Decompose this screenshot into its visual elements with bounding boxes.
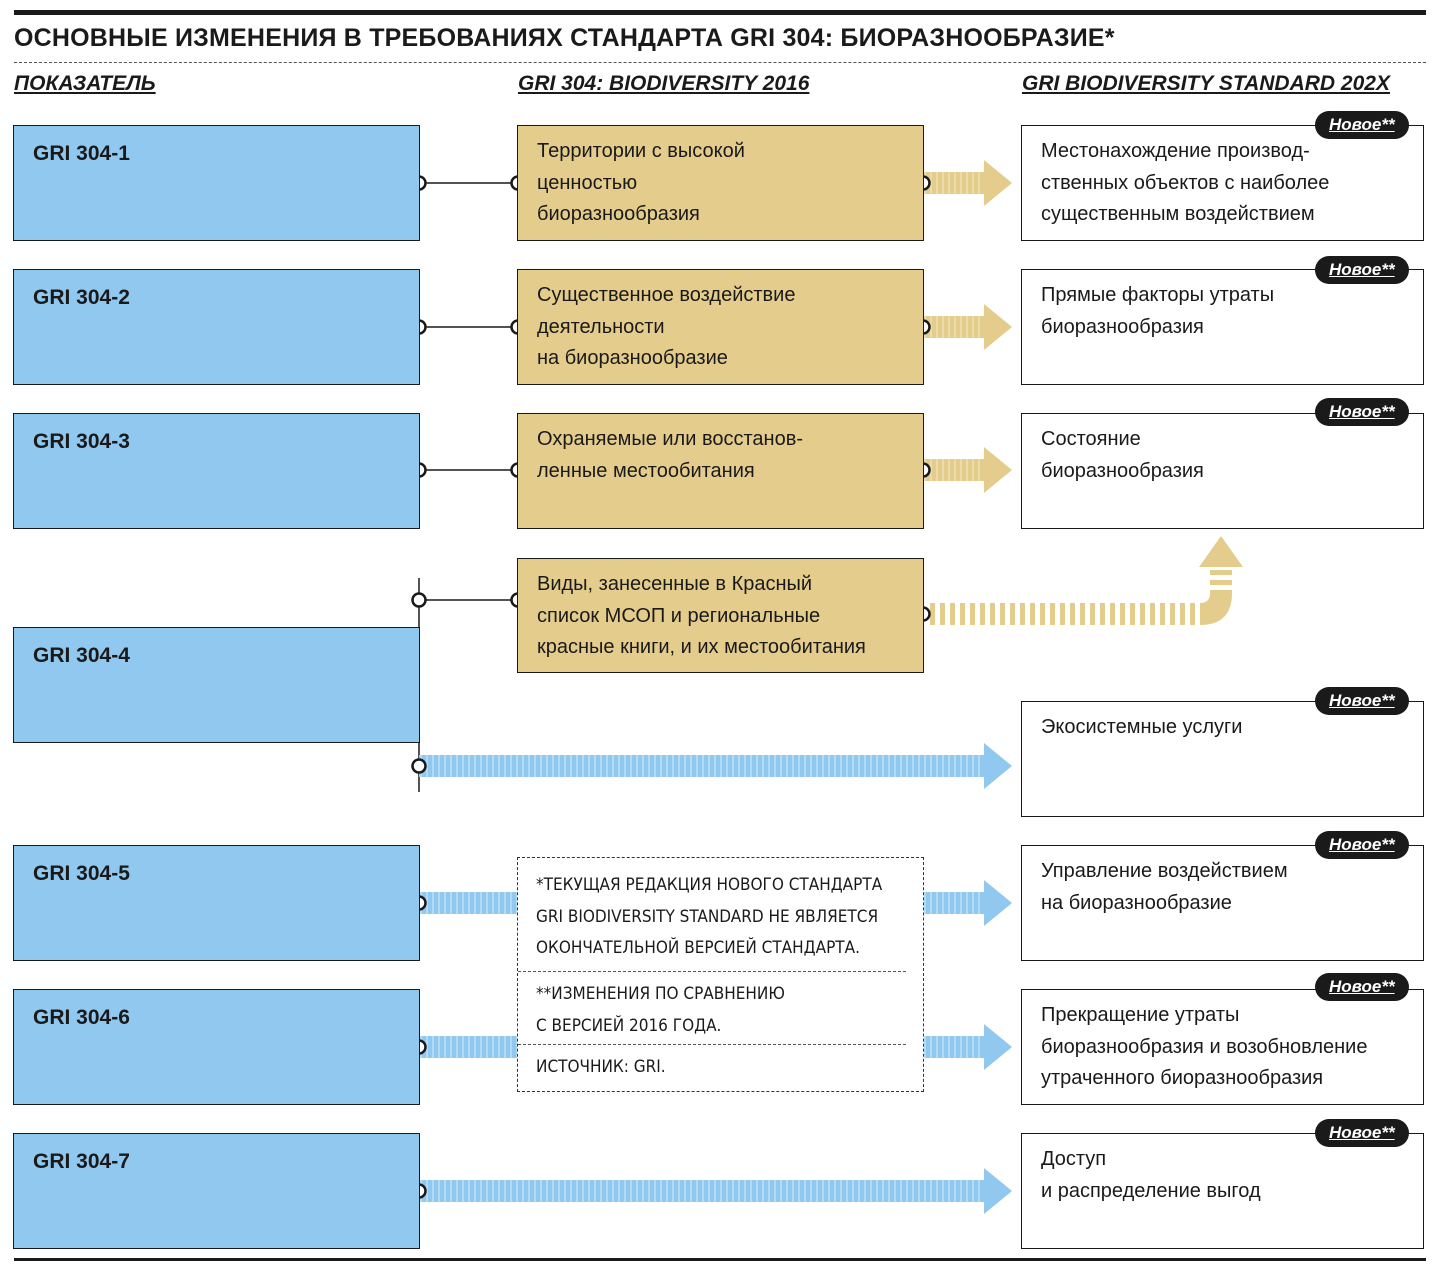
new-badge: Новое**: [1315, 1119, 1409, 1147]
note-source: ИСТОЧНИК: GRI.: [536, 1057, 666, 1077]
node: [411, 758, 427, 774]
note-divider: [518, 971, 906, 972]
arrow-blue-7: [419, 1168, 1012, 1214]
indicator-box-304-2: GRI 304-2: [13, 269, 420, 385]
indicator-box-304-5: GRI 304-5: [13, 845, 420, 961]
bottom-rule: [14, 1258, 1426, 1261]
arrow-tan-3: [924, 447, 1012, 493]
node: [411, 592, 427, 608]
new-badge: Новое**: [1315, 973, 1409, 1001]
arrow-tan-dashed: [930, 536, 1243, 625]
arrow-blue-6: [419, 1024, 1012, 1070]
indicator-label: GRI 304-5: [33, 862, 130, 885]
indicator-label: GRI 304-4: [33, 644, 130, 667]
new-item-1: Местонахождение производ-ственных объект…: [1021, 125, 1424, 241]
indicator-label: GRI 304-2: [33, 286, 130, 309]
new-item-text: Местонахождение производ-ственных объект…: [1041, 140, 1330, 225]
title-divider: [14, 62, 1426, 63]
arrow-tan-1: [924, 160, 1012, 206]
arrow-tan-2: [924, 304, 1012, 350]
indicator-box-304-7: GRI 304-7: [13, 1133, 420, 1249]
column-header-old: GRI 304: BIODIVERSITY 2016: [518, 72, 810, 95]
new-item-4: Экосистемные услуги: [1021, 701, 1424, 817]
top-rule: [14, 10, 1426, 15]
arrow-blue-4: [419, 743, 1012, 789]
indicator-label: GRI 304-3: [33, 430, 130, 453]
column-header-indicator: ПОКАЗАТЕЛЬ: [14, 72, 156, 95]
indicator-box-304-1: GRI 304-1: [13, 125, 420, 241]
column-header-new: GRI BIODIVERSITY STANDARD 202X: [1022, 72, 1390, 95]
arrow-blue-5: [419, 880, 1012, 926]
new-badge: Новое**: [1315, 398, 1409, 426]
indicator-box-304-3: GRI 304-3: [13, 413, 420, 529]
new-badge: Новое**: [1315, 687, 1409, 715]
indicator-box-304-6: GRI 304-6: [13, 989, 420, 1105]
note-divider: [518, 1044, 906, 1045]
old-item-3: Охраняемые или восстанов-ленные местооби…: [517, 413, 924, 529]
new-badge: Новое**: [1315, 111, 1409, 139]
new-item-text: Экосистемные услуги: [1041, 716, 1243, 738]
indicator-label: GRI 304-6: [33, 1006, 130, 1029]
new-badge: Новое**: [1315, 831, 1409, 859]
page-title: ОСНОВНЫЕ ИЗМЕНЕНИЯ В ТРЕБОВАНИЯХ СТАНДАР…: [14, 24, 1115, 52]
new-badge: Новое**: [1315, 256, 1409, 284]
old-item-text: Охраняемые или восстанов-ленные местооби…: [537, 428, 803, 482]
indicator-box-304-4: GRI 304-4: [13, 627, 420, 743]
indicator-label: GRI 304-7: [33, 1150, 130, 1173]
indicator-label: GRI 304-1: [33, 142, 130, 165]
